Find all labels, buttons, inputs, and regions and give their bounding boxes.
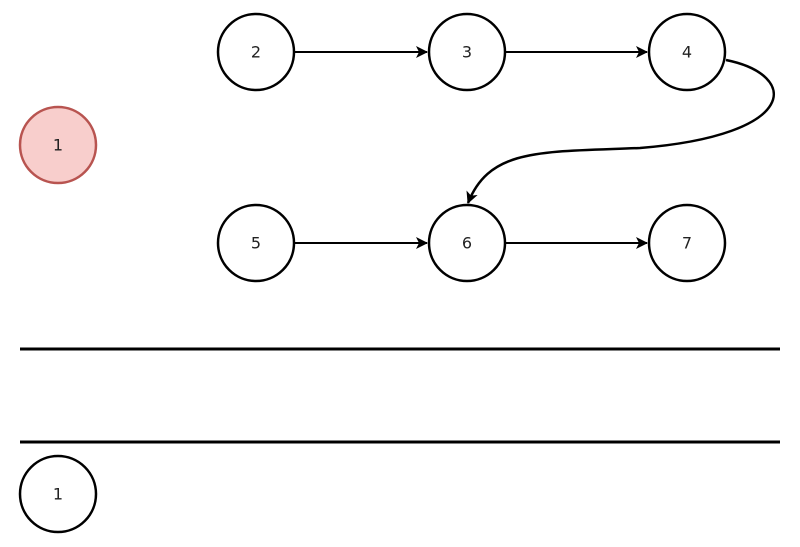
node-6: 6 (427, 203, 507, 283)
node-1-bottom: 1 (18, 454, 98, 534)
node-3-label: 3 (462, 43, 472, 62)
node-5-label: 5 (251, 234, 261, 253)
node-1-bottom-label: 1 (53, 485, 63, 504)
edge-4-to-6 (466, 58, 775, 204)
node-1-highlighted: 1 (18, 105, 98, 185)
node-7: 7 (647, 203, 727, 283)
node-6-label: 6 (462, 234, 472, 253)
node-4: 4 (647, 12, 727, 92)
node-1-highlighted-label: 1 (53, 136, 63, 155)
node-2-label: 2 (251, 43, 261, 62)
node-7-label: 7 (682, 234, 692, 253)
node-2: 2 (216, 12, 296, 92)
node-5: 5 (216, 203, 296, 283)
node-3: 3 (427, 12, 507, 92)
node-4-label: 4 (682, 43, 692, 62)
